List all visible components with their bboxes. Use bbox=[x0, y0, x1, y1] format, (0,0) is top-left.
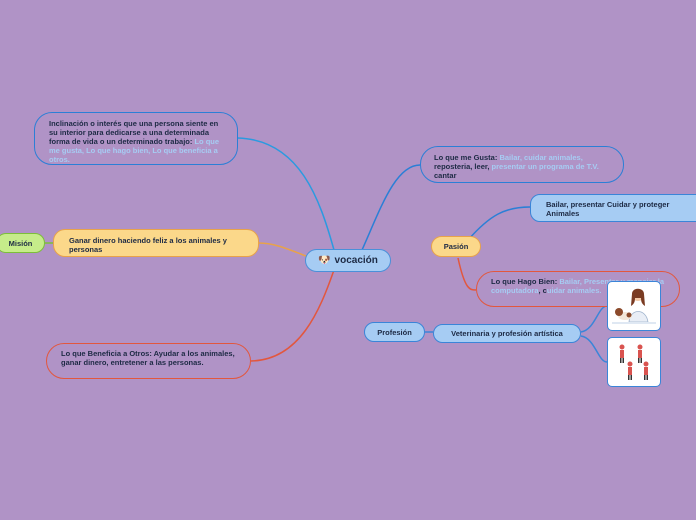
mision-text: Ganar dinero haciendo feliz a los animal… bbox=[69, 236, 227, 254]
profesion-text: Veterinaria y profesión artística bbox=[451, 329, 563, 338]
profesion-label-node[interactable]: Profesión bbox=[364, 322, 425, 342]
link-pic-1 bbox=[581, 306, 607, 332]
gusta-part1: Bailar, cuidar animales, bbox=[499, 153, 582, 162]
link-mision bbox=[259, 243, 306, 256]
artists-image[interactable] bbox=[607, 337, 661, 387]
gusta-part2: reposteria, leer, bbox=[434, 162, 489, 171]
link-pic-2 bbox=[581, 336, 607, 362]
hago-part3: , c bbox=[539, 286, 547, 295]
link-gusta bbox=[362, 165, 420, 250]
mision-label-node[interactable]: Misión bbox=[0, 233, 45, 253]
central-topic-label: vocación bbox=[335, 255, 378, 266]
gusta-part4: cantar bbox=[434, 171, 457, 180]
definition-topic[interactable]: Inclinación o interés que una persona si… bbox=[34, 112, 238, 165]
mision-label: Misión bbox=[9, 239, 33, 248]
gusta-prefix: Lo que me Gusta: bbox=[434, 153, 497, 162]
gusta-topic[interactable]: Lo que me Gusta: Bailar, cuidar animales… bbox=[420, 146, 624, 183]
pasion-label-node[interactable]: Pasión bbox=[431, 236, 481, 257]
veterinarian-illustration bbox=[608, 282, 659, 329]
artists-illustration bbox=[608, 338, 659, 385]
profesion-label: Profesión bbox=[377, 328, 412, 337]
veterinarian-image[interactable] bbox=[607, 281, 661, 331]
hago-part4: uidar bbox=[547, 286, 565, 295]
pasion-topic[interactable]: Bailar, presentar Cuidar y proteger Anim… bbox=[530, 194, 696, 222]
beneficia-text: Lo que Beneficia a Otros: Ayudar a los a… bbox=[61, 349, 235, 367]
beneficia-topic[interactable]: Lo que Beneficia a Otros: Ayudar a los a… bbox=[46, 343, 251, 379]
mision-topic[interactable]: Ganar dinero haciendo feliz a los animal… bbox=[53, 229, 259, 257]
link-beneficia bbox=[251, 270, 334, 361]
central-topic[interactable]: 🐶 vocación bbox=[305, 249, 391, 272]
pasion-label: Pasión bbox=[444, 242, 469, 251]
pasion-text: Bailar, presentar Cuidar y proteger Anim… bbox=[546, 200, 669, 218]
hago-part5: animales. bbox=[567, 286, 601, 295]
hago-prefix: Lo que Hago Bien: bbox=[491, 277, 557, 286]
definition-text: Inclinación o interés que una persona si… bbox=[49, 119, 218, 146]
gusta-part3: presentar un programa de T.V. bbox=[492, 162, 599, 171]
profesion-topic[interactable]: Veterinaria y profesión artística bbox=[433, 324, 581, 343]
link-hago bbox=[458, 258, 476, 290]
dog-face-icon: 🐶 bbox=[318, 255, 330, 266]
link-pasion-text bbox=[468, 207, 530, 240]
